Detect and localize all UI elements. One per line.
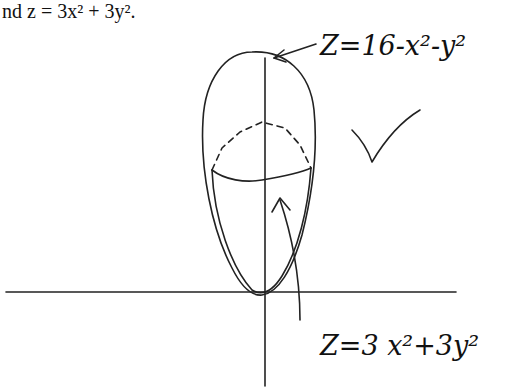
z-axis (264, 58, 266, 386)
x-axis (6, 291, 456, 293)
arrowhead (272, 198, 290, 212)
surface-label: Z=3 x²+3y² (320, 330, 479, 361)
leader-arrow (280, 200, 300, 320)
surface-label: Z=16-x²-y² (320, 30, 466, 61)
arrowhead (274, 50, 286, 62)
upper-paraboloid (203, 52, 316, 295)
intersection-front (212, 168, 311, 181)
leader-arrow (274, 44, 316, 58)
question-text: nd z = 3x² + 3y². (2, 0, 135, 23)
intersection-back (212, 122, 311, 170)
checkmark (352, 110, 420, 162)
lower-paraboloid (212, 168, 311, 293)
